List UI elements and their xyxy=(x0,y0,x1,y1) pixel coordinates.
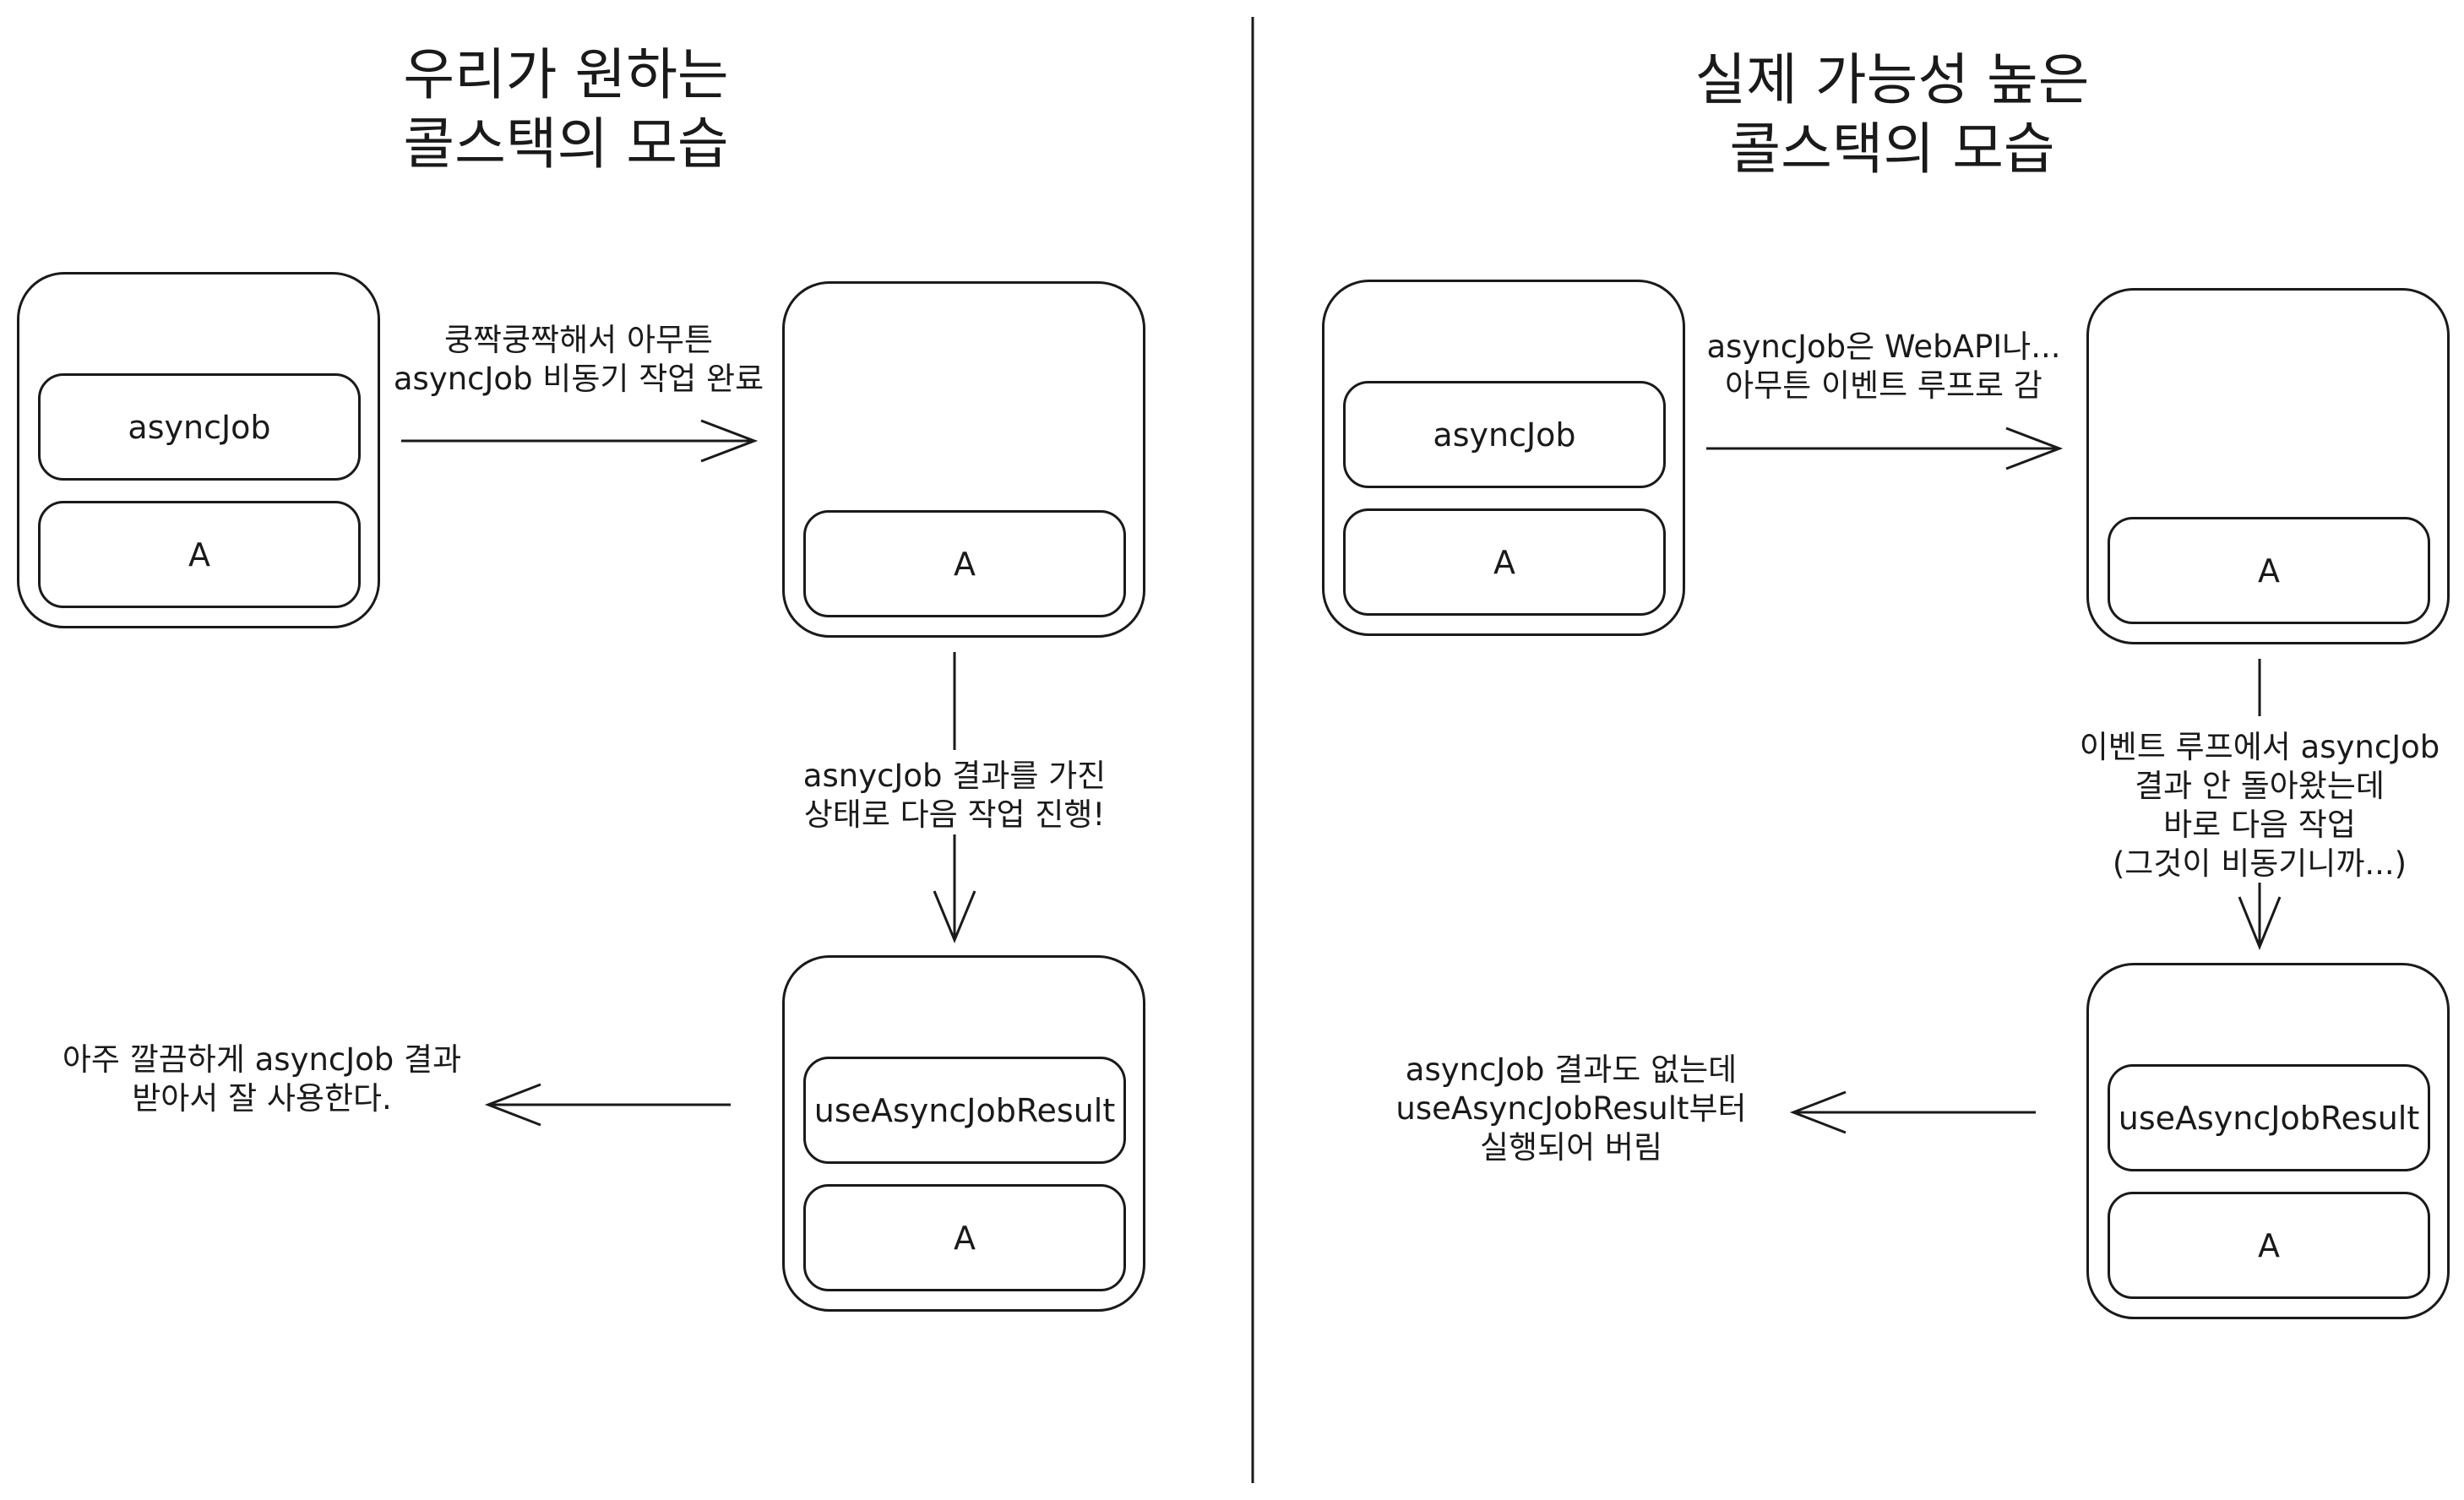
right-arrow-left xyxy=(1789,1090,2036,1134)
right-stack3-frame-a: A xyxy=(2108,1192,2430,1299)
left-stack1-frame-a: A xyxy=(38,501,361,608)
right-arrow-right-label: asyncJob은 WebAPI나... 아무튼 이벤트 루프로 감 xyxy=(1706,329,2061,404)
right-title: 실제 가능성 높은 콜스택의 모습 xyxy=(1694,47,2090,182)
right-arrow-down-label: 이벤트 루프에서 asyncJob 결과 안 돌아왔는데 바로 다음 작업 (그… xyxy=(2079,729,2440,882)
right-arrow-right xyxy=(1706,427,2064,470)
left-arrow-right xyxy=(401,419,759,463)
right-arrow-left-label: asyncJob 결과도 없는데 useAsyncJobResult부터 실행되… xyxy=(1395,1052,1747,1166)
right-stack2-frame-a: A xyxy=(2108,517,2430,624)
left-stack3-frame-useasyncjobresult: useAsyncJobResult xyxy=(803,1057,1126,1164)
right-stack3-frame-useasyncjobresult: useAsyncJobResult xyxy=(2108,1064,2430,1171)
right-stack1-frame-a: A xyxy=(1343,508,1666,616)
left-arrow-down-label: asnycJob 결과를 가진 상태로 다음 작업 진행! xyxy=(802,758,1107,833)
left-callstack-1: asyncJob A xyxy=(17,272,380,628)
left-arrow-left-label: 아주 깔끔하게 asyncJob 결과 받아서 잘 사용한다. xyxy=(62,1041,462,1117)
right-callstack-1: asyncJob A xyxy=(1322,280,1685,636)
left-title: 우리가 원하는 콜스택의 모습 xyxy=(403,42,729,177)
right-callstack-3: useAsyncJobResult A xyxy=(2086,963,2450,1319)
left-callstack-3: useAsyncJobResult A xyxy=(782,955,1145,1312)
left-callstack-2: A xyxy=(782,281,1145,638)
left-arrow-right-label: 쿵짝쿵짝해서 아무튼 asyncJob 비동기 작업 완료 xyxy=(393,322,764,397)
left-stack2-frame-a: A xyxy=(803,510,1126,617)
left-stack1-frame-asyncjob: asyncJob xyxy=(38,373,361,481)
left-stack3-frame-a: A xyxy=(803,1184,1126,1291)
right-stack1-frame-asyncjob: asyncJob xyxy=(1343,381,1666,488)
right-callstack-2: A xyxy=(2086,288,2450,644)
left-arrow-left xyxy=(484,1083,731,1127)
